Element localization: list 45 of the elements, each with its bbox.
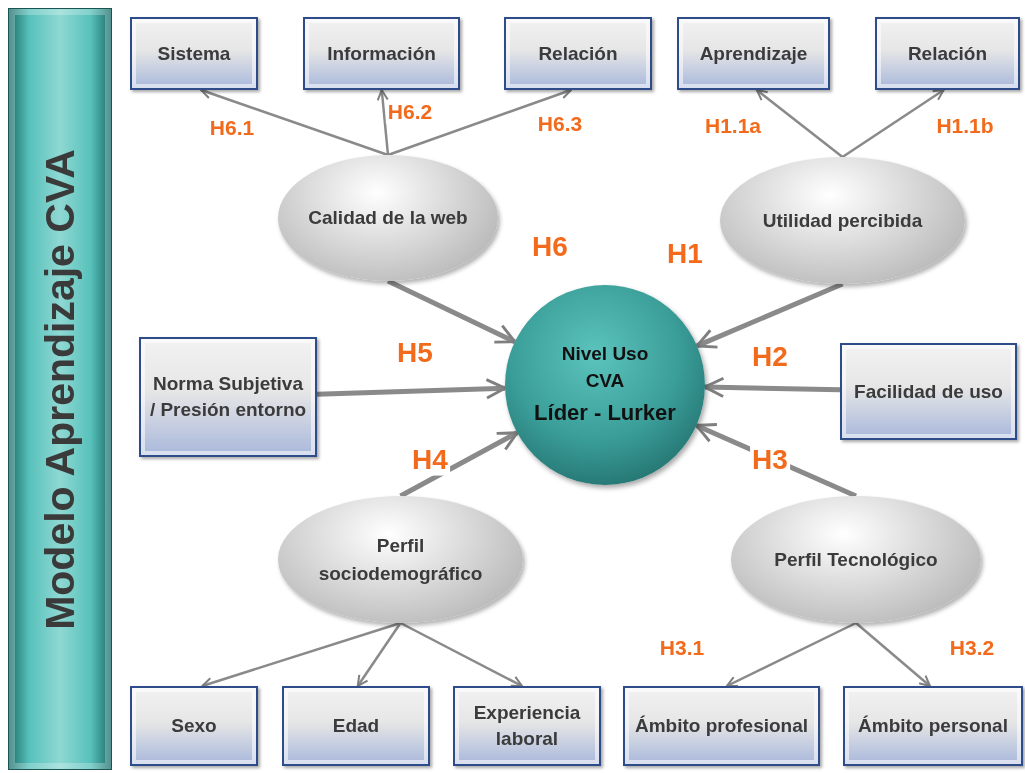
variable-box — [139, 337, 317, 457]
variable-box — [130, 17, 258, 90]
variable-box — [453, 686, 601, 766]
variable-box — [840, 343, 1017, 440]
variable-box — [875, 17, 1020, 90]
node-label: Experiencia laboral — [472, 701, 582, 751]
node-label: Sexo — [171, 714, 217, 739]
arrow — [376, 89, 390, 156]
node-label: Norma Subjetiva / Presión entorno — [149, 372, 307, 422]
arrow — [399, 430, 519, 499]
arrow — [356, 622, 402, 687]
title-band — [8, 8, 112, 770]
variable-box — [303, 17, 460, 90]
arrow — [855, 622, 931, 687]
node-label: Edad — [332, 714, 380, 739]
variable-box — [504, 17, 652, 90]
node-label: Relación — [907, 41, 988, 66]
arrow — [399, 621, 523, 688]
arrow — [841, 88, 945, 159]
arrow — [703, 376, 841, 398]
node-label: Facilidad de uso — [854, 379, 1003, 404]
arrow — [755, 89, 844, 158]
arrow — [725, 621, 857, 688]
node-label: Utilidad percibida — [762, 208, 923, 233]
node-label: Calidad de la web — [308, 206, 468, 231]
node-label: Relación — [538, 41, 618, 66]
variable-box — [282, 686, 430, 766]
variable-box — [130, 686, 258, 766]
node-label: Ámbito personal — [858, 714, 1008, 739]
arrow — [316, 378, 507, 400]
node-label: Nivel Uso CVA — [560, 342, 650, 393]
variable-box — [677, 17, 830, 90]
node-label: Perfil Tecnológico — [774, 547, 938, 572]
node-label: Sistema — [157, 41, 231, 66]
node-label: Información — [327, 41, 436, 66]
subtitle-text: Líder - Lurker — [534, 399, 676, 428]
variable-box — [623, 686, 820, 766]
arrow — [695, 281, 844, 349]
node-label: Perfil sociodemográfico — [317, 533, 484, 586]
variable-box — [843, 686, 1023, 766]
node-label: Ámbito profesional — [634, 714, 809, 739]
arrow — [201, 621, 401, 689]
title-text: Modelo Aprendizaje CVA — [36, 148, 84, 630]
arrow — [386, 278, 517, 345]
node-label: Aprendizaje — [699, 41, 808, 66]
